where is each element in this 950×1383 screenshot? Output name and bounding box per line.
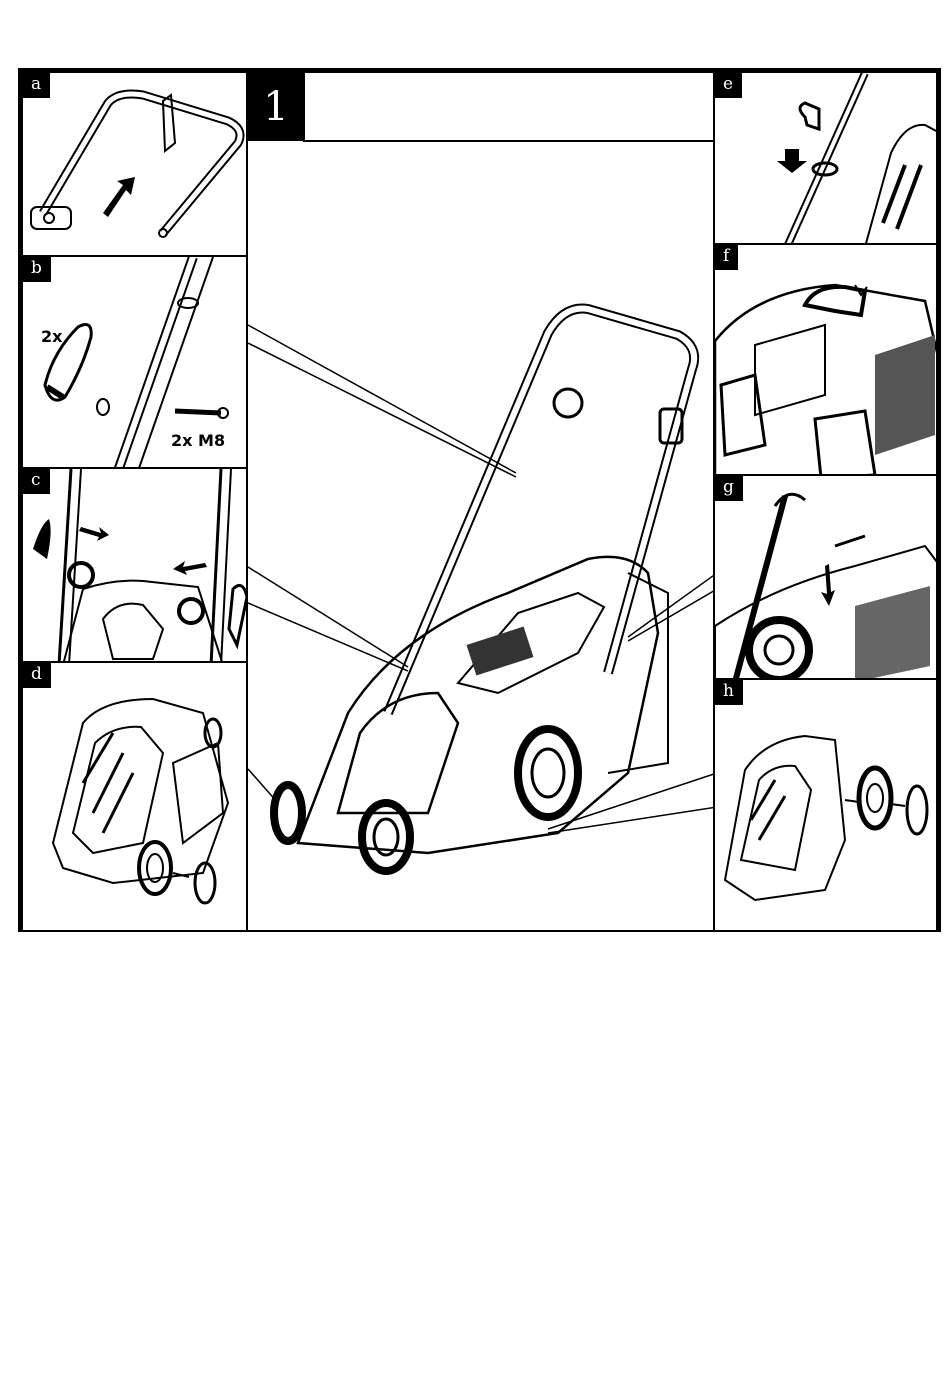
grass-box-assembly-illustration — [715, 245, 938, 476]
panel-b: b 2x 2x M8 — [21, 255, 248, 469]
knob-quantity-caption: 2x — [41, 327, 62, 346]
panel-h-label: h — [715, 680, 743, 705]
panel-d-label: d — [23, 663, 51, 688]
panel-a-label: a — [23, 73, 50, 98]
panel-e-label: e — [715, 73, 742, 98]
panel-c-label: c — [23, 469, 50, 494]
grass-box-attachment-illustration — [715, 476, 938, 680]
panel-1-main: 1 — [246, 71, 715, 932]
assembled-lawnmower-illustration — [248, 73, 715, 932]
panel-g-label: g — [715, 476, 743, 501]
rear-wheel-mounting-illustration — [23, 663, 248, 932]
bolt-size-caption: 2x M8 — [171, 431, 225, 450]
panel-c: c — [21, 467, 248, 663]
panel-a: a — [21, 71, 248, 257]
assembly-figure-frame: a b 2x 2x M8 — [18, 68, 941, 932]
panel-b-label: b — [23, 257, 51, 282]
figure-number: 1 — [248, 73, 304, 141]
panel-d: d — [21, 661, 248, 932]
panel-f-label: f — [715, 245, 738, 270]
cable-clip-illustration — [715, 73, 938, 245]
panel-e: e — [713, 71, 938, 245]
lower-handle-fitting-illustration — [23, 469, 248, 663]
handle-assembly-illustration — [23, 73, 248, 257]
panel-g: g — [713, 474, 938, 680]
panel-h: h — [713, 678, 938, 932]
front-wheel-mounting-illustration — [715, 680, 938, 932]
panel-f: f — [713, 243, 938, 476]
